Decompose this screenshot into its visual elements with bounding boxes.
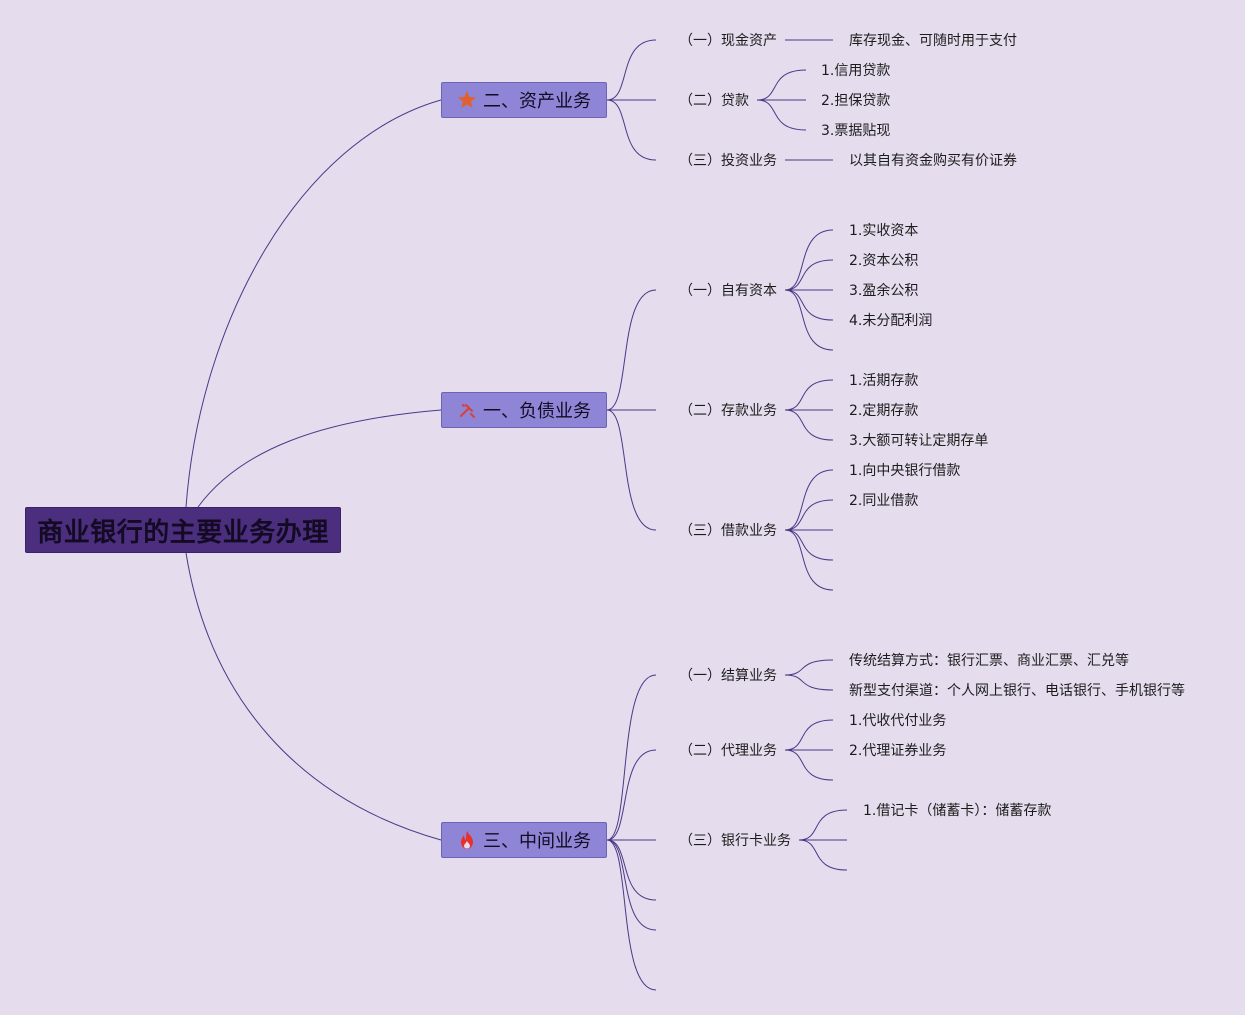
branch-asset-business[interactable]: 二、资产业务 [441, 82, 607, 118]
branch-liability-business[interactable]: 一、负债业务 [441, 392, 607, 428]
asset-loan-sub-3[interactable]: 3.票据贴现 [821, 123, 891, 139]
liability-borrow-sub-2[interactable]: 2.同业借款 [849, 493, 919, 509]
intermediary-settle-sub-2[interactable]: 新型支付渠道：个人网上银行、电话银行、手机银行等 [849, 683, 1185, 699]
connector-intermediary-item-6 [606, 839, 657, 991]
connector-liability-deposit-sub-1 [784, 379, 834, 411]
connector-intermediary-card-sub-1 [798, 809, 848, 841]
liability-borrow-topic[interactable]: （三）借款业务 [679, 523, 777, 539]
connector-liability-borrow-sub-4 [784, 529, 834, 561]
connector-intermediary-card-sub-3 [798, 839, 848, 871]
asset-cash-detail[interactable]: 库存现金、可随时用于支付 [849, 33, 1017, 49]
connector-liability-capital-sub-5 [784, 289, 834, 351]
connector-asset-item-1 [606, 39, 657, 101]
liability-capital-sub-1[interactable]: 1.实收资本 [849, 223, 919, 239]
liability-capital-sub-4[interactable]: 4.未分配利润 [849, 313, 933, 329]
connector-liability-item-3 [606, 409, 657, 531]
liability-deposit-sub-2[interactable]: 2.定期存款 [849, 403, 919, 419]
connector-intermediary-item-1 [606, 674, 657, 841]
intermediary-card-sub-1[interactable]: 1.借记卡（储蓄卡）：储蓄存款 [863, 803, 1052, 819]
asset-loan-topic[interactable]: （二）贷款 [679, 93, 749, 109]
connector-intermediary-settle-sub-2 [784, 674, 834, 691]
connector-liability-item-1 [606, 289, 657, 411]
intermediary-settle-topic[interactable]: （一）结算业务 [679, 668, 777, 684]
connector-liability-capital-sub-4 [784, 289, 834, 321]
connector-asset-loan-sub-3 [756, 99, 807, 131]
connector-intermediary-agency-sub-1 [784, 719, 834, 751]
connector-root-liability [197, 409, 442, 508]
connector-root-asset [185, 99, 442, 508]
asset-loan-sub-2[interactable]: 2.担保贷款 [821, 93, 891, 109]
star-icon [458, 91, 476, 108]
root-title: 商业银行的主要业务办理 [37, 517, 329, 548]
connector-liability-borrow-sub-1 [784, 469, 834, 531]
liability-borrow-sub-1[interactable]: 1.向中央银行借款 [849, 463, 961, 479]
fire-icon [461, 831, 473, 849]
intermediary-settle-sub-1[interactable]: 传统结算方式：银行汇票、商业汇票、汇兑等 [849, 653, 1129, 669]
branch-intermediary-business[interactable]: 三、中间业务 [441, 822, 607, 858]
connector-intermediary-agency-sub-3 [784, 749, 834, 781]
asset-cash-topic[interactable]: （一）现金资产 [679, 33, 777, 49]
intermediary-agency-sub-1[interactable]: 1.代收代付业务 [849, 713, 947, 729]
hammer-icon [460, 404, 475, 418]
branch-intermediary-title: 三、中间业务 [483, 831, 591, 852]
connector-asset-item-3 [606, 99, 657, 161]
liability-capital-sub-3[interactable]: 3.盈余公积 [849, 283, 919, 299]
connector-root-intermediary [185, 552, 442, 841]
liability-deposit-sub-3[interactable]: 3.大额可转让定期存单 [849, 433, 989, 449]
connector-intermediary-item-4 [606, 839, 657, 901]
connector-liability-borrow-sub-5 [784, 529, 834, 591]
asset-invest-detail[interactable]: 以其自有资金购买有价证券 [849, 153, 1017, 169]
connector-asset-loan-sub-1 [756, 69, 807, 101]
connector-intermediary-settle-sub-1 [784, 659, 834, 676]
intermediary-agency-sub-2[interactable]: 2.代理证券业务 [849, 743, 947, 759]
liability-capital-sub-2[interactable]: 2.资本公积 [849, 253, 919, 269]
asset-loan-sub-1[interactable]: 1.信用贷款 [821, 63, 891, 79]
connector-intermediary-item-5 [606, 839, 657, 931]
intermediary-card-topic[interactable]: （三）银行卡业务 [679, 833, 791, 849]
connector-liability-deposit-sub-3 [784, 409, 834, 441]
connector-intermediary-item-2 [606, 749, 657, 841]
connector-liability-capital-sub-1 [784, 229, 834, 291]
branch-asset-title: 二、资产业务 [483, 91, 591, 112]
connector-liability-capital-sub-2 [784, 259, 834, 291]
branch-liability-title: 一、负债业务 [483, 401, 591, 422]
liability-capital-topic[interactable]: （一）自有资本 [679, 283, 777, 299]
asset-invest-topic[interactable]: （三）投资业务 [679, 153, 777, 169]
liability-deposit-sub-1[interactable]: 1.活期存款 [849, 373, 919, 389]
connector-liability-borrow-sub-2 [784, 499, 834, 531]
intermediary-agency-topic[interactable]: （二）代理业务 [679, 743, 777, 759]
liability-deposit-topic[interactable]: （二）存款业务 [679, 403, 777, 419]
root-topic[interactable]: 商业银行的主要业务办理 [25, 507, 341, 553]
